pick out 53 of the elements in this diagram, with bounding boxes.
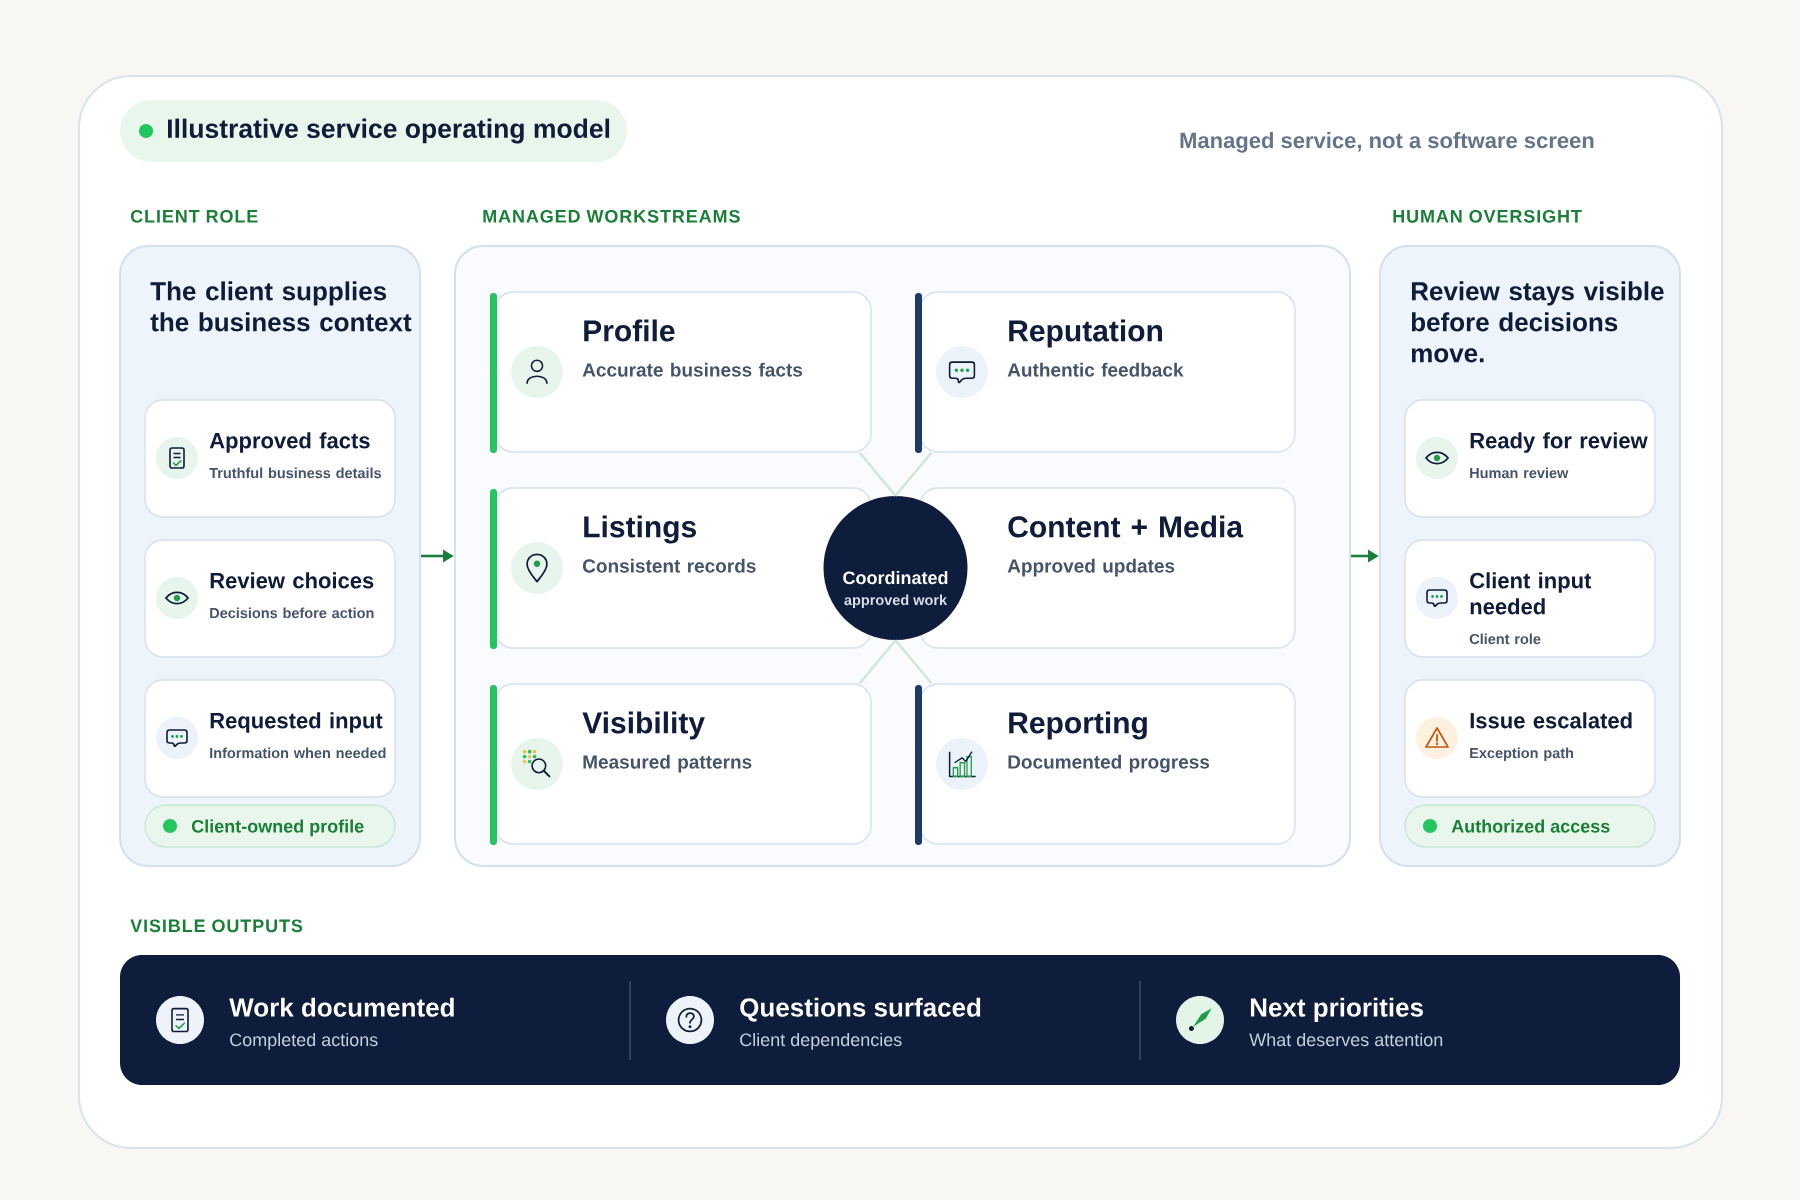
card-title: Reporting	[1009, 711, 1147, 740]
card-subtitle: Client role	[1469, 633, 1541, 645]
output-subtitle: What deserves attention	[1249, 1032, 1443, 1047]
output-subtitle: Completed actions	[230, 1032, 378, 1050]
output-title: Questions surfaced	[740, 997, 981, 1022]
card-subtitle: Human review	[1470, 467, 1569, 479]
panel-heading: Review stays visible before decisions move.	[1411, 281, 1664, 363]
connector-line	[858, 451, 897, 497]
card-title: Review choices	[210, 572, 374, 589]
output-title: Next priorities	[1250, 997, 1423, 1022]
tagline: Managed service, not a software screen	[1180, 132, 1594, 153]
panel-heading: The client supplies the business context	[150, 281, 412, 332]
card-title: Approved facts	[209, 432, 370, 453]
connector-line	[894, 639, 933, 685]
hub-circle	[823, 496, 968, 640]
card-subtitle: Information when needed	[210, 747, 386, 759]
card-subtitle: Approved updates	[1007, 558, 1175, 577]
section-label: HUMAN OVERSIGHT	[1393, 209, 1582, 223]
output-subtitle: Client dependencies	[740, 1032, 902, 1050]
section-label: MANAGED WORKSTREAMS	[483, 209, 740, 223]
card-subtitle: Documented progress	[1008, 754, 1210, 773]
card	[1404, 539, 1656, 658]
connector-line	[858, 639, 897, 685]
hub-title: Coordinated	[843, 570, 948, 585]
card-title: Visibility	[582, 711, 705, 740]
card-title: Reputation	[1009, 319, 1162, 348]
card-title: Issue escalated	[1470, 712, 1632, 729]
connector-line	[894, 451, 933, 497]
status-pill: Authorized access	[1404, 804, 1656, 848]
card	[144, 399, 396, 518]
title-badge: Illustrative service operating model	[120, 100, 627, 162]
section-label: CLIENT ROLE	[130, 209, 258, 223]
card-title: Profile	[584, 319, 675, 342]
card-subtitle: Exception path	[1470, 747, 1574, 761]
card-title: Client input needed	[1470, 572, 1592, 615]
card-subtitle: Consistent records	[583, 558, 756, 573]
section-label: VISIBLE OUTPUTS	[130, 919, 303, 933]
card-subtitle: Measured patterns	[583, 754, 752, 773]
card-title: Content + Media	[1008, 515, 1244, 538]
card-subtitle: Authentic feedback	[1007, 362, 1184, 377]
card-subtitle: Truthful business details	[209, 467, 382, 479]
card	[144, 539, 396, 658]
hub-subtitle: approved work	[844, 594, 948, 608]
card-title: Requested input	[210, 712, 383, 733]
card-title: Listings	[584, 515, 696, 544]
card-subtitle: Decisions before action	[210, 607, 374, 619]
card	[144, 679, 396, 798]
status-pill: Client-owned profile	[144, 804, 396, 848]
output-title: Work documented	[229, 997, 454, 1017]
card-title: Ready for review	[1470, 432, 1648, 453]
card-subtitle: Accurate business facts	[582, 362, 803, 377]
card	[1404, 679, 1656, 798]
card	[1404, 399, 1656, 518]
